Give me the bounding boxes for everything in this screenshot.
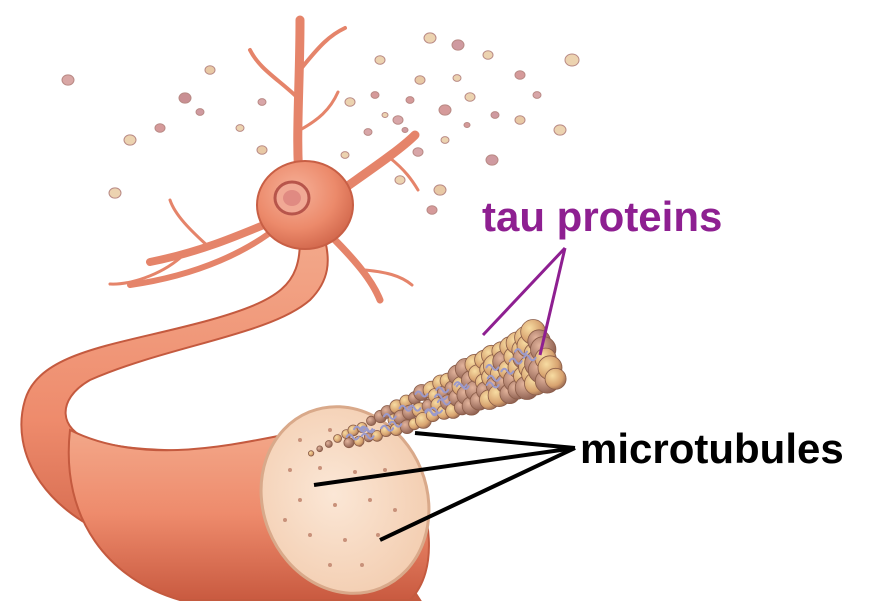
particle [124, 135, 136, 145]
pore [353, 470, 357, 474]
particle [427, 206, 437, 215]
pore [376, 533, 380, 537]
particle [415, 76, 425, 85]
microtubules-label: microtubules [580, 428, 844, 470]
pore [328, 428, 332, 432]
particle [375, 56, 385, 65]
pore [308, 533, 312, 537]
microtubule-bead [317, 446, 323, 452]
pore [328, 563, 332, 567]
pore [383, 468, 387, 472]
particle [62, 75, 74, 85]
particle [465, 93, 475, 102]
particle [371, 92, 379, 99]
pore [288, 468, 292, 472]
particle [441, 137, 449, 144]
microtubule-bead [334, 435, 342, 443]
particle [236, 125, 244, 132]
pore [343, 538, 347, 542]
pore [360, 563, 364, 567]
particle [434, 185, 446, 195]
pore [283, 518, 287, 522]
pore [393, 508, 397, 512]
microtubule-bead [325, 441, 332, 448]
particle [565, 54, 579, 66]
particle [345, 98, 355, 107]
particle [395, 176, 405, 185]
particle [483, 51, 493, 60]
tau-proteins-label: tau proteins [482, 196, 722, 238]
particle [382, 112, 388, 117]
particle [393, 116, 403, 125]
particle [452, 40, 464, 50]
particle [205, 66, 215, 75]
cell-body [257, 161, 353, 249]
particle [406, 97, 414, 104]
particle [464, 122, 470, 127]
particle [341, 152, 349, 159]
pore [368, 498, 372, 502]
pore [298, 498, 302, 502]
particle [258, 99, 266, 106]
particle [491, 112, 499, 119]
microtubule-bead [545, 368, 566, 389]
particle [439, 105, 451, 115]
particle [179, 93, 191, 103]
particle [413, 148, 423, 157]
particle [257, 146, 267, 155]
microtubule-bead [344, 438, 354, 448]
particle [515, 71, 525, 80]
particle [515, 116, 525, 125]
particle [453, 75, 461, 82]
microtubule-bead [308, 451, 313, 456]
pore [318, 466, 322, 470]
dendrites [110, 20, 418, 300]
particle [196, 109, 204, 116]
pore [298, 438, 302, 442]
particle [533, 92, 541, 99]
particle [109, 188, 121, 198]
particle [424, 33, 436, 43]
particle [155, 124, 165, 133]
pore [333, 503, 337, 507]
particle [364, 129, 372, 136]
particle [402, 127, 408, 132]
particle [486, 155, 498, 165]
particle [554, 125, 566, 135]
